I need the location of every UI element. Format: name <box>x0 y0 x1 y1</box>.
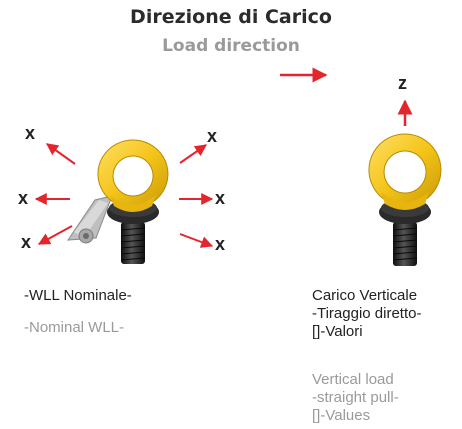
axis-label-x: x <box>21 232 32 252</box>
page-subtitle: Load direction <box>162 36 300 56</box>
direction-arrow-icon <box>37 225 73 245</box>
caption-vertical-en-line2: -straight pull- <box>312 389 399 406</box>
caption-vertical-it-line2: -Tiraggio diretto- <box>312 305 422 322</box>
eye-bolt-left <box>67 139 169 264</box>
axis-label-x: x <box>215 188 226 208</box>
caption-vertical-en-line3: []-Values <box>312 407 371 424</box>
axis-label-x: x <box>207 126 218 146</box>
axis-label-x: x <box>18 188 29 208</box>
direction-arrow-icon <box>179 233 214 248</box>
axis-label-z: z <box>398 73 407 93</box>
eye-bolt-right <box>368 133 442 266</box>
lateral-load-arrows <box>34 143 214 248</box>
caption-vertical-en-line1: Vertical load <box>312 371 394 388</box>
caption-wll-nominal-it: -WLL Nominale- <box>24 287 132 304</box>
caption-wll-nominal-en: -Nominal WLL- <box>24 319 125 336</box>
axis-label-x: x <box>215 234 226 254</box>
caption-vertical-it-line3: []-Valori <box>312 323 363 340</box>
axis-label-x: x <box>25 123 36 143</box>
swivel-bracket-icon <box>67 195 113 244</box>
caption-vertical-it-line1: Carico Verticale <box>312 287 418 304</box>
direction-arrow-icon <box>46 143 76 165</box>
page-title: Direzione di Carico <box>130 6 332 28</box>
direction-arrow-icon <box>179 144 207 164</box>
